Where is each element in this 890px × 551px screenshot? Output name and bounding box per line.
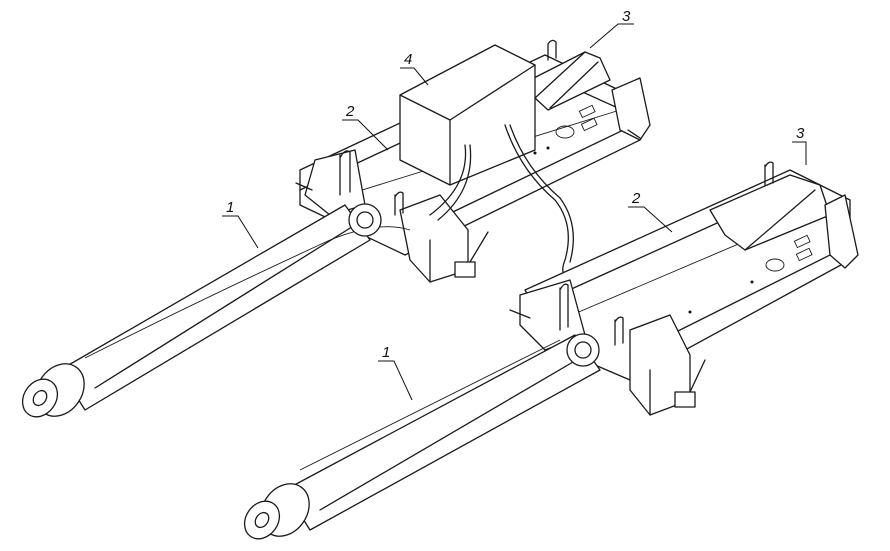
callout-1-left: 1 [222, 199, 259, 249]
right-assembly [243, 161, 859, 540]
callout-1-right: 1 [378, 344, 413, 401]
callout-4: 4 [400, 51, 429, 86]
callout-label-1-right: 1 [382, 344, 390, 361]
callout-3-left: 3 [589, 8, 634, 49]
callout-label-1-left: 1 [226, 199, 234, 216]
callout-3-right: 3 [792, 125, 807, 165]
callout-label-4: 4 [404, 51, 412, 68]
callout-label-3-right: 3 [796, 125, 805, 142]
left-cylinder [21, 203, 411, 418]
callout-2-left: 2 [342, 103, 389, 151]
right-frame [509, 161, 859, 416]
left-assembly [21, 39, 651, 418]
callout-label-2-right: 2 [631, 190, 641, 207]
right-cylinder [243, 333, 601, 540]
callout-label-3-left: 3 [622, 8, 631, 25]
control-box [399, 44, 591, 282]
callout-label-2-left: 2 [345, 103, 355, 120]
callout-2-right: 2 [628, 190, 673, 233]
